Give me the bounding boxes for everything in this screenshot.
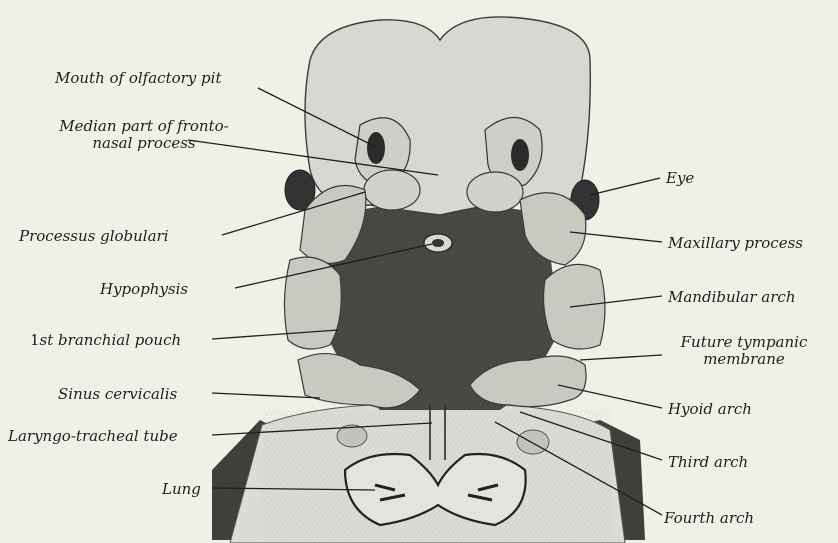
label-lung: Lung (162, 481, 201, 498)
label-median-part-line2: nasal process (34, 135, 254, 152)
body-oval-right (517, 430, 549, 454)
label-fourth-arch: Fourth arch (664, 510, 754, 527)
leader-future-tympanic (580, 355, 662, 360)
leader-sinus-cervicalis (212, 393, 320, 398)
label-future-tympanic-line2: membrane (664, 351, 824, 368)
label-1st-text: st branchial pouch (40, 331, 182, 349)
label-future-tympanic: Future tympanic membrane (664, 334, 824, 368)
label-hypophysis: Hypophysis (100, 281, 188, 298)
processus-globulari-right (467, 172, 523, 212)
label-eye: Eye (666, 170, 694, 187)
label-laryngo-tracheal-tube: Laryngo-tracheal tube (8, 428, 178, 445)
label-maxillary-process: Maxillary process (668, 235, 803, 252)
label-mouth-olfactory-pit: Mouth of olfactory pit (55, 70, 221, 87)
label-1st-branchial-pouch: 1st branchial pouch (30, 332, 181, 349)
label-median-part: Median part of fronto- nasal process (34, 118, 254, 152)
label-median-part-line1: Median part of fronto- (34, 118, 254, 135)
label-1st-number: 1 (30, 331, 40, 349)
processus-globulari-left (364, 170, 420, 210)
label-hyoid-arch: Hyoid arch (668, 401, 752, 418)
label-mandibular-arch: Mandibular arch (668, 289, 795, 306)
label-third-arch: Third arch (668, 454, 748, 471)
leader-eye (590, 178, 660, 195)
label-processus-globulari: Processus globulari (19, 228, 169, 245)
label-future-tympanic-line1: Future tympanic (664, 334, 824, 351)
label-sinus-cervicalis: Sinus cervicalis (58, 386, 177, 403)
